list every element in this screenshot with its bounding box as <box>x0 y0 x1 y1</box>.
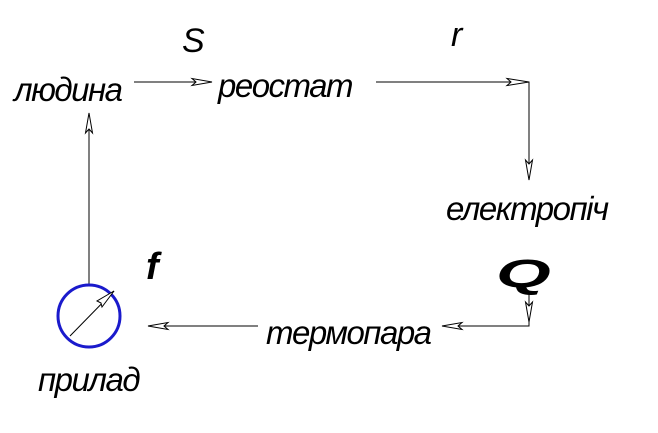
node-device: прилад <box>38 361 140 398</box>
device-gauge-icon <box>56 283 122 349</box>
edge-device-to-person <box>84 112 94 285</box>
edge-thermocouple-to-device <box>147 321 258 331</box>
edge-person-to-rheostat <box>134 77 213 87</box>
signal-q-label: Q <box>496 252 551 296</box>
arrow-up-icon <box>84 112 94 135</box>
signal-f-label: f <box>146 246 162 288</box>
node-furnace: електропіч <box>446 190 609 227</box>
edge-rheostat-to-furnace <box>376 77 534 181</box>
arrow-down-icon <box>524 300 534 323</box>
arrow-down-icon <box>524 158 534 181</box>
node-person: людина <box>12 71 123 108</box>
signal-r-label: r <box>451 16 464 54</box>
signal-s-label: S <box>182 22 205 60</box>
arrow-right-icon <box>505 77 530 87</box>
arrow-right-icon <box>190 77 213 87</box>
arrow-left-icon <box>147 321 170 331</box>
edge-furnace-to-thermocouple <box>441 294 534 331</box>
arrow-left-icon <box>441 321 464 331</box>
node-thermocouple: термопара <box>266 314 432 351</box>
node-rheostat: реостат <box>217 67 352 104</box>
